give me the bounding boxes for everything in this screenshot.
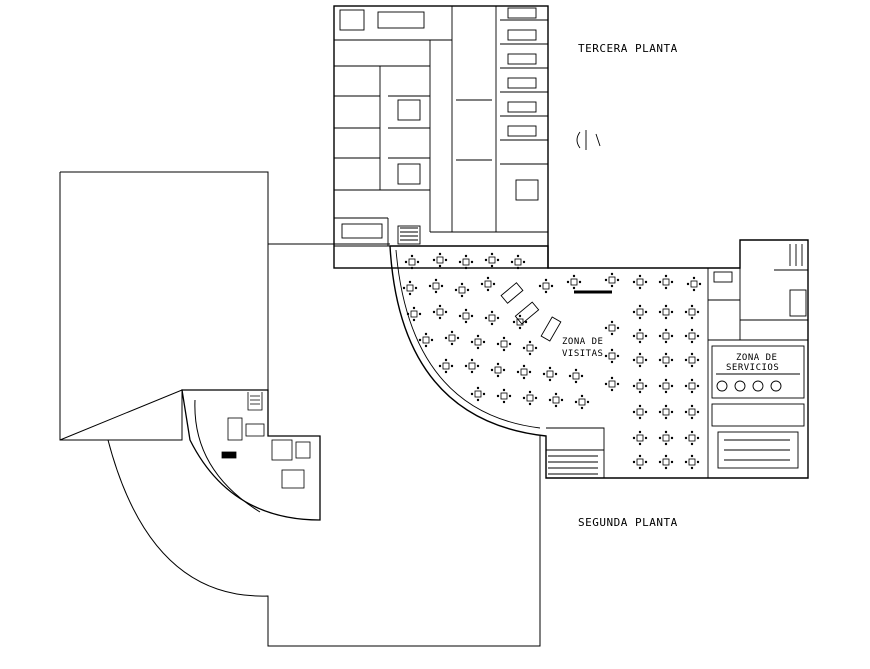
services-zone-label-line2: SERVICIOS xyxy=(726,363,779,373)
visits-tables xyxy=(402,252,702,470)
visits-zone-label-line1: ZONA DE xyxy=(562,337,603,347)
left-wing-inner-block xyxy=(59,172,108,441)
annex-outline xyxy=(181,389,321,521)
services-zone-label-line1: ZONA DE xyxy=(736,353,777,363)
annex-furniture xyxy=(221,392,311,489)
compass-glyph xyxy=(576,130,601,150)
service-block-walls xyxy=(546,239,809,478)
tower-walls xyxy=(334,6,548,247)
visits-display-cases xyxy=(500,282,562,342)
annex-inner-curve xyxy=(194,399,261,513)
second-floor-label: SEGUNDA PLANTA xyxy=(578,516,678,529)
visits-inner-arc xyxy=(395,249,541,429)
visits-zone-label-line2: VISITAS xyxy=(562,349,603,359)
left-wing-outer-curve xyxy=(107,436,541,647)
left-wing-outline xyxy=(59,171,390,441)
third-floor-label: TERCERA PLANTA xyxy=(578,42,678,55)
tower-outline xyxy=(333,5,549,269)
